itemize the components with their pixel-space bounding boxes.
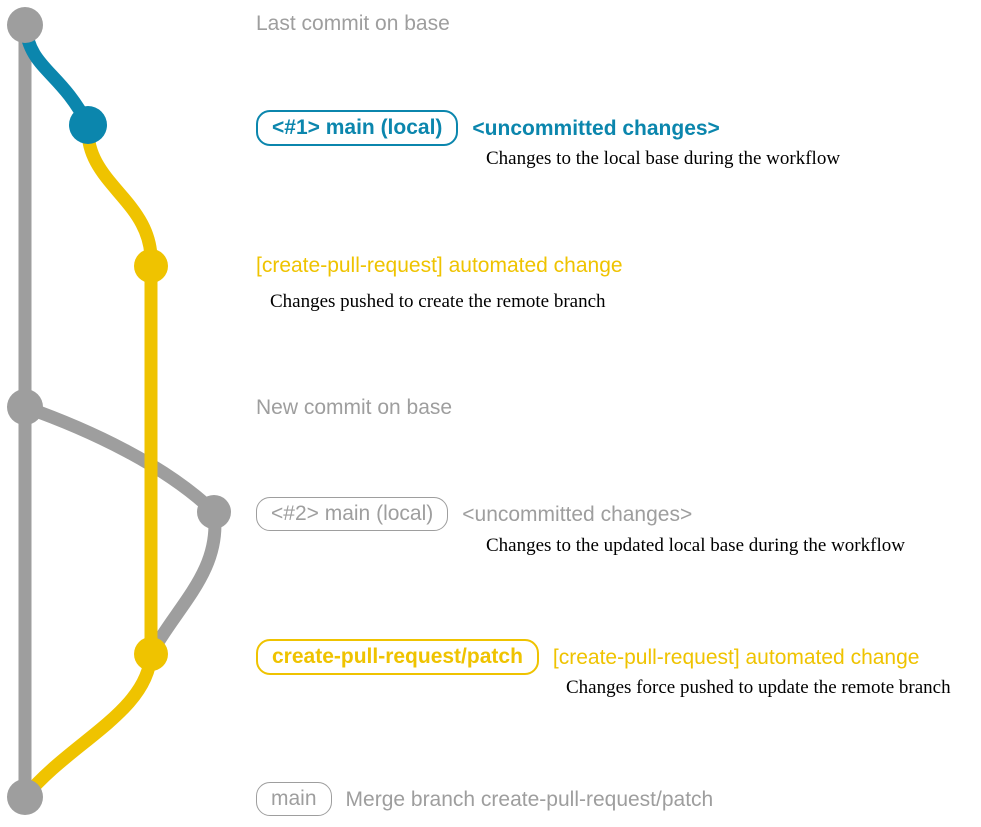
commit-node-last-commit-on-base[interactable]: [7, 7, 43, 43]
commit-message-automated-change-1: [create-pull-request] automated change: [256, 254, 623, 277]
row-last-commit-on-base: Last commit on base: [256, 13, 450, 34]
commit-message-main-local-1: <uncommitted changes>: [472, 116, 720, 140]
commit-message-merge-commit: Merge branch create-pull-request/patch: [345, 787, 714, 811]
commit-description-automated-change-1: Changes pushed to create the remote bran…: [270, 291, 606, 312]
commit-message-last-commit-on-base: Last commit on base: [256, 12, 450, 35]
commit-description-main-local-1: Changes to the local base during the wor…: [486, 148, 841, 169]
branch-badge-main-local-2[interactable]: <#2> main (local): [256, 497, 449, 531]
row-new-commit-on-base: New commit on base: [256, 397, 452, 418]
commit-node-merge-commit[interactable]: [7, 779, 43, 815]
row-automated-change-2: create-pull-request/patch [create-pull-r…: [256, 639, 919, 675]
row-merge-commit: main Merge branch create-pull-request/pa…: [256, 782, 713, 816]
gray-branch-to-patch2: [144, 505, 222, 661]
commit-message-automated-change-2: [create-pull-request] automated change: [552, 645, 920, 669]
row-main-local-2: <#2> main (local) <uncommitted changes>: [256, 497, 692, 531]
commit-message-main-local-2: <uncommitted changes>: [462, 502, 693, 526]
commit-node-automated-change-2[interactable]: [134, 637, 168, 671]
gray-branch-to-local2: [18, 400, 221, 519]
commit-message-new-commit-on-base: New commit on base: [256, 396, 453, 419]
row-automated-change-1: [create-pull-request] automated change: [256, 255, 623, 276]
commit-node-main-local-2[interactable]: [197, 495, 231, 529]
yellow-branch-to-patch1: [81, 118, 158, 273]
yellow-merge-line: [18, 647, 158, 804]
branch-badge-main[interactable]: main: [256, 782, 332, 816]
commit-node-main-local-1[interactable]: [69, 106, 107, 144]
commit-node-automated-change-1[interactable]: [134, 249, 168, 283]
commit-description-automated-change-2: Changes force pushed to update the remot…: [566, 677, 951, 698]
commit-description-main-local-2: Changes to the updated local base during…: [486, 535, 905, 556]
branch-badge-create-pull-request-patch[interactable]: create-pull-request/patch: [256, 639, 539, 675]
row-main-local-1: <#1> main (local) <uncommitted changes>: [256, 110, 720, 146]
commit-node-new-commit-on-base[interactable]: [7, 389, 43, 425]
branch-badge-main-local-1[interactable]: <#1> main (local): [256, 110, 459, 146]
